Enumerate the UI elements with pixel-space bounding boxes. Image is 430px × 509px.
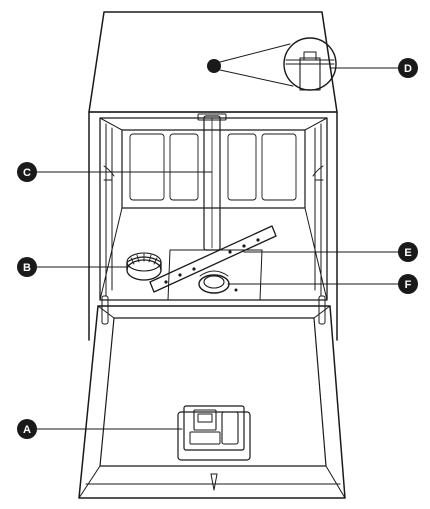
salt-container-cap bbox=[126, 252, 162, 281]
callout-f-label: F bbox=[405, 279, 412, 291]
callout-b-label: B bbox=[23, 262, 31, 274]
detergent-dispenser bbox=[177, 405, 251, 461]
callout-e: E bbox=[398, 242, 418, 262]
callout-d: D bbox=[398, 58, 418, 78]
tub-front-frame bbox=[99, 117, 328, 301]
open-door bbox=[78, 305, 346, 499]
water-supply-tube bbox=[197, 113, 227, 251]
callout-a-label: A bbox=[23, 424, 31, 436]
tub-floor-sump bbox=[167, 249, 263, 301]
lower-spray-arm bbox=[149, 225, 277, 293]
door-outer bbox=[78, 305, 346, 499]
tub-back-wall bbox=[121, 129, 306, 209]
callout-b: B bbox=[17, 257, 37, 277]
callout-c: C bbox=[17, 162, 37, 182]
callout-f: F bbox=[398, 274, 418, 294]
callout-e-label: E bbox=[404, 247, 411, 259]
leader-lines bbox=[35, 67, 399, 430]
spray-arm-holes bbox=[164, 238, 260, 284]
cabinet bbox=[88, 11, 338, 341]
detail-inset bbox=[207, 37, 337, 91]
tub bbox=[99, 117, 328, 325]
filter-assembly bbox=[198, 270, 238, 294]
callout-a: A bbox=[17, 419, 37, 439]
back-wall-ribs bbox=[129, 133, 297, 201]
callout-d-label: D bbox=[404, 63, 412, 75]
door-latch bbox=[210, 473, 218, 491]
detail-marker-dot bbox=[207, 59, 221, 73]
side-rails bbox=[101, 123, 326, 325]
callout-c-label: C bbox=[23, 167, 31, 179]
